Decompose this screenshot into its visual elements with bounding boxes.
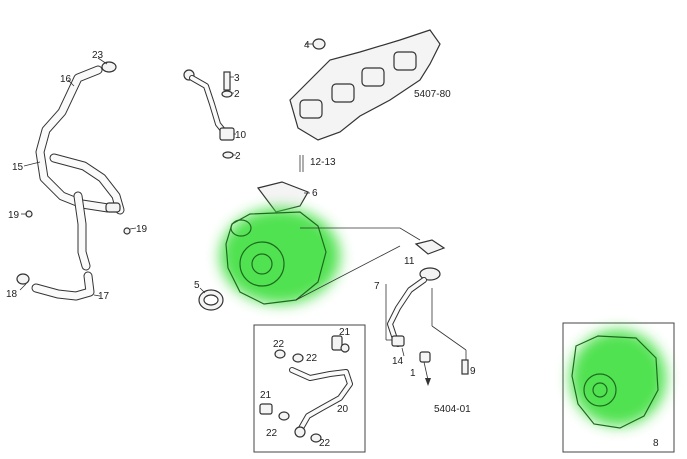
callout-21-top: 21 — [339, 327, 351, 338]
callout-15: 15 — [12, 162, 24, 173]
callout-6: 6 — [312, 188, 318, 199]
callout-19-left: 19 — [8, 210, 20, 221]
callout-16: 16 — [60, 74, 72, 85]
callout-14: 14 — [392, 356, 404, 367]
callout-5404-01: 5404-01 — [434, 404, 471, 415]
callout-labels: 23 16 15 19 19 18 17 3 2 10 2 4 5407-80 … — [6, 40, 659, 449]
callout-23: 23 — [92, 50, 104, 61]
callout-3: 3 — [234, 73, 240, 84]
callout-18: 18 — [6, 289, 18, 300]
coolant-pipe-assembly — [16, 57, 137, 301]
callout-22-b: 22 — [306, 353, 318, 364]
callout-9: 9 — [470, 366, 476, 377]
gasket-6 — [256, 181, 310, 213]
callout-10: 10 — [235, 130, 247, 141]
callout-8: 8 — [653, 438, 659, 449]
callout-19-right: 19 — [136, 224, 148, 235]
callout-17: 17 — [98, 291, 110, 302]
reference-turbo-box — [562, 322, 675, 453]
callout-11: 11 — [404, 256, 415, 267]
callout-22-d: 22 — [319, 438, 331, 449]
callout-2-bottom: 2 — [235, 151, 241, 162]
callout-22-a: 22 — [273, 339, 285, 350]
oil-return-pipe — [385, 239, 469, 386]
callout-12-13: 12-13 — [310, 157, 336, 168]
callout-21-bottom: 21 — [260, 390, 272, 401]
turbocharger-highlighted — [220, 208, 340, 305]
callout-1: 1 — [410, 368, 416, 379]
callout-4: 4 — [304, 40, 310, 51]
oil-pipe-kit-box — [253, 324, 366, 453]
oil-feed-pipe — [183, 69, 236, 159]
callout-7: 7 — [374, 281, 380, 292]
callout-20: 20 — [337, 404, 349, 415]
callout-5407-80: 5407-80 — [414, 89, 451, 100]
clamp-5 — [198, 287, 224, 311]
callout-22-c: 22 — [266, 428, 278, 439]
callout-2-top: 2 — [234, 89, 240, 100]
callout-5: 5 — [194, 280, 200, 291]
exhaust-manifold — [289, 29, 441, 172]
